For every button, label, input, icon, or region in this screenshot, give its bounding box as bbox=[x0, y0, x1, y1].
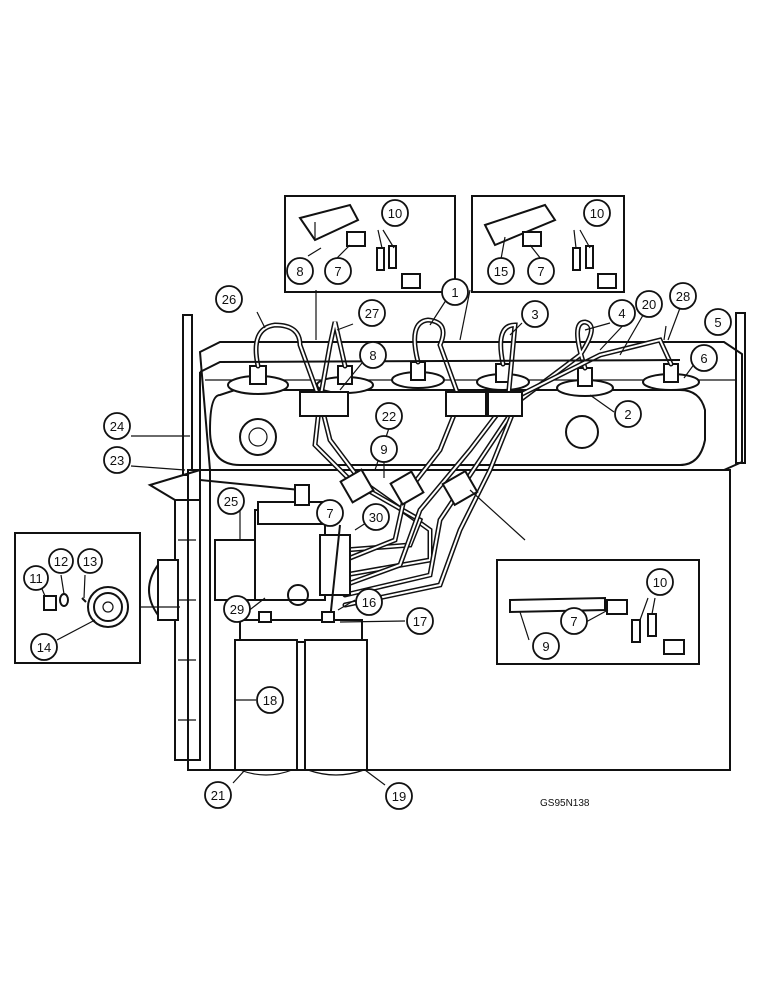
callout-10-inset-left: 10 bbox=[381, 199, 409, 227]
callout-14: 14 bbox=[30, 633, 58, 661]
svg-text:20: 20 bbox=[642, 297, 656, 312]
injection-pump bbox=[214, 484, 351, 621]
callout-7-inset-lower: 7 bbox=[560, 607, 588, 635]
svg-text:1: 1 bbox=[451, 285, 458, 300]
callout-12: 12 bbox=[48, 548, 74, 574]
callout-18: 18 bbox=[256, 686, 284, 714]
svg-text:18: 18 bbox=[263, 693, 277, 708]
callout-4: 4 bbox=[608, 299, 636, 327]
svg-text:7: 7 bbox=[326, 506, 333, 521]
svg-text:24: 24 bbox=[110, 419, 124, 434]
leader-lines bbox=[35, 229, 696, 786]
svg-text:11: 11 bbox=[29, 571, 43, 586]
callout-15: 15 bbox=[487, 257, 515, 285]
injection-lines bbox=[199, 317, 681, 608]
svg-text:27: 27 bbox=[365, 306, 379, 321]
callout-23: 23 bbox=[103, 446, 131, 474]
callout-10-inset-right: 10 bbox=[583, 199, 611, 227]
callout-20: 20 bbox=[635, 290, 663, 318]
svg-text:9: 9 bbox=[542, 639, 549, 654]
callout-5: 5 bbox=[704, 308, 732, 336]
callout-19: 19 bbox=[385, 782, 413, 810]
callout-17: 17 bbox=[406, 607, 434, 635]
svg-text:12: 12 bbox=[54, 554, 68, 569]
svg-text:9: 9 bbox=[380, 442, 387, 457]
callout-16: 16 bbox=[355, 588, 383, 616]
inset-drive-gear bbox=[14, 532, 180, 664]
callout-7-main: 7 bbox=[316, 499, 344, 527]
callout-26: 26 bbox=[215, 285, 243, 313]
inset-clamp-kit-right bbox=[471, 195, 625, 293]
svg-text:21: 21 bbox=[211, 788, 225, 803]
svg-text:10: 10 bbox=[653, 575, 667, 590]
callout-28: 28 bbox=[669, 282, 697, 310]
svg-text:8: 8 bbox=[369, 348, 376, 363]
line-clamps-head bbox=[299, 391, 523, 417]
callout-8-inset: 8 bbox=[286, 257, 314, 285]
svg-text:13: 13 bbox=[83, 554, 97, 569]
inset-clamp-kit-lower bbox=[496, 559, 700, 665]
callout-10-inset-lower: 10 bbox=[646, 568, 674, 596]
svg-text:10: 10 bbox=[388, 206, 402, 221]
callout-7-inset-right: 7 bbox=[527, 257, 555, 285]
callout-8-main: 8 bbox=[359, 341, 387, 369]
callout-1: 1 bbox=[441, 278, 469, 306]
svg-text:2: 2 bbox=[624, 407, 631, 422]
injectors bbox=[227, 361, 700, 397]
svg-text:22: 22 bbox=[382, 409, 396, 424]
svg-text:7: 7 bbox=[570, 614, 577, 629]
engine-block bbox=[147, 312, 746, 771]
callout-13: 13 bbox=[77, 548, 103, 574]
inset-clamp-kit-left bbox=[284, 195, 456, 293]
callout-7-inset-left: 7 bbox=[324, 257, 352, 285]
svg-text:28: 28 bbox=[676, 289, 690, 304]
callout-9-inset: 9 bbox=[532, 632, 560, 660]
callout-29: 29 bbox=[223, 595, 251, 623]
svg-text:14: 14 bbox=[37, 640, 51, 655]
callout-21: 21 bbox=[204, 781, 232, 809]
svg-text:7: 7 bbox=[334, 264, 341, 279]
svg-text:30: 30 bbox=[369, 510, 383, 525]
callout-2: 2 bbox=[614, 400, 642, 428]
callout-30: 30 bbox=[362, 503, 390, 531]
svg-text:6: 6 bbox=[700, 351, 707, 366]
callout-27: 27 bbox=[358, 299, 386, 327]
drawing-code: GS95N138 bbox=[540, 798, 590, 809]
callout-6: 6 bbox=[690, 344, 718, 372]
svg-text:3: 3 bbox=[531, 307, 538, 322]
line-clamps-diagonal bbox=[339, 468, 479, 507]
svg-text:4: 4 bbox=[618, 306, 625, 321]
svg-text:16: 16 bbox=[362, 595, 376, 610]
svg-text:17: 17 bbox=[413, 614, 427, 629]
svg-text:23: 23 bbox=[110, 453, 124, 468]
callout-11: 11 bbox=[23, 565, 49, 591]
svg-text:19: 19 bbox=[392, 789, 406, 804]
callout-3: 3 bbox=[521, 300, 549, 328]
callout-22: 22 bbox=[375, 402, 403, 430]
svg-text:5: 5 bbox=[714, 315, 721, 330]
svg-text:15: 15 bbox=[494, 264, 508, 279]
callout-9-main: 9 bbox=[370, 435, 398, 463]
callout-24: 24 bbox=[103, 412, 131, 440]
svg-text:29: 29 bbox=[230, 602, 244, 617]
svg-text:7: 7 bbox=[537, 264, 544, 279]
fuel-filters bbox=[234, 611, 368, 776]
callout-25: 25 bbox=[217, 487, 245, 515]
svg-text:26: 26 bbox=[222, 292, 236, 307]
svg-text:10: 10 bbox=[590, 206, 604, 221]
svg-text:8: 8 bbox=[296, 264, 303, 279]
svg-text:25: 25 bbox=[224, 494, 238, 509]
